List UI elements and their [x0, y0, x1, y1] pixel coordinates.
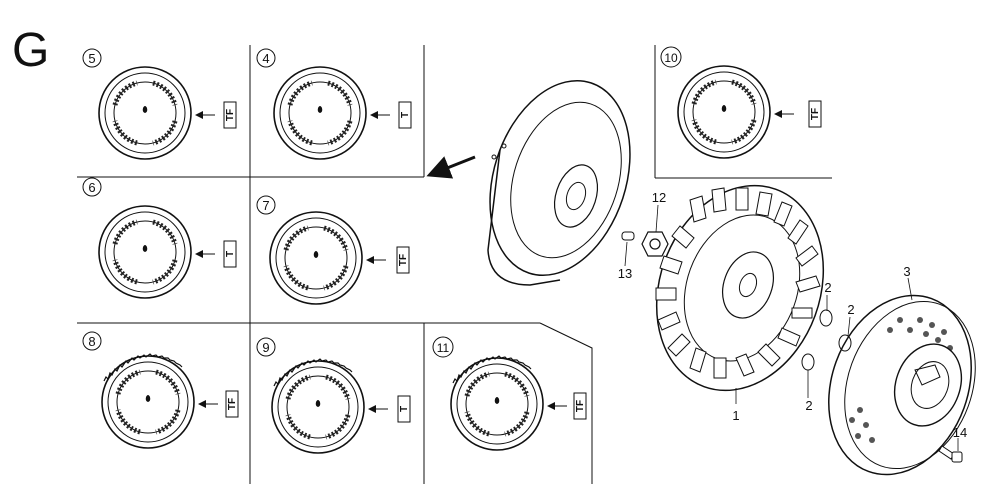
- variant-panel-5: [99, 67, 237, 159]
- callout-8: 8: [88, 334, 95, 349]
- variant-panel-8: [102, 353, 239, 448]
- callout-13: 13: [618, 266, 632, 281]
- section-letter: G: [12, 24, 49, 77]
- callout-circles: [82, 46, 682, 358]
- spacer-parts: [801, 309, 852, 371]
- variant-panel-4: [274, 67, 412, 159]
- callout-1: 1: [732, 408, 739, 423]
- variant-panel-6: [99, 206, 237, 298]
- tag-panel-8: TF: [227, 398, 238, 410]
- callout-2c: 2: [805, 398, 812, 413]
- tag-panel-9: T: [399, 406, 410, 412]
- callout-3: 3: [903, 264, 910, 279]
- leader-lines: [624, 204, 959, 451]
- cooling-fan: [655, 184, 825, 392]
- callout-4: 4: [262, 51, 269, 66]
- callout-7: 7: [262, 198, 269, 213]
- variant-panel-10: [678, 66, 822, 158]
- flywheel-disc: [487, 79, 631, 286]
- tag-panel-6: T: [225, 251, 236, 257]
- callout-9: 9: [262, 340, 269, 355]
- callout-2b: 2: [847, 302, 854, 317]
- bolt: [938, 445, 963, 463]
- starter-pulley: [828, 294, 976, 476]
- variant-panel-9: [272, 358, 411, 453]
- variant-grid: [77, 45, 832, 484]
- tag-panel-4: T: [400, 112, 411, 118]
- callout-12: 12: [652, 190, 666, 205]
- tag-panel-11: TF: [575, 400, 586, 412]
- dowel-pin: [621, 231, 635, 241]
- tag-panel-10: TF: [810, 108, 821, 120]
- pointer-arrow: [426, 155, 476, 179]
- variant-panel-7: [270, 212, 410, 304]
- callout-5: 5: [88, 51, 95, 66]
- callout-6: 6: [88, 180, 95, 195]
- flange-nut: [641, 231, 669, 257]
- tag-panel-7: TF: [398, 254, 409, 266]
- callout-2a: 2: [824, 280, 831, 295]
- callout-14: 14: [953, 425, 967, 440]
- variant-panel-11: [451, 355, 587, 450]
- callout-10: 10: [664, 51, 678, 65]
- callout-11: 11: [437, 341, 450, 355]
- tag-panel-5: TF: [225, 109, 236, 121]
